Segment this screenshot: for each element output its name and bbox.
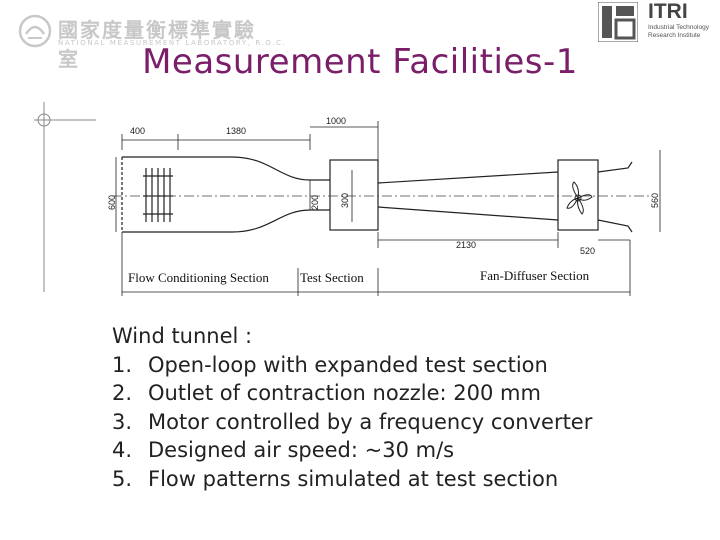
list-item-text: Designed air speed: ~30 m/s (148, 438, 455, 463)
list-item-text: Motor controlled by a frequency converte… (148, 409, 593, 434)
nml-seal-icon (18, 14, 52, 48)
dim-2130: 2130 (456, 240, 476, 250)
dim-300: 300 (340, 193, 350, 208)
list-item: 2. Outlet of contraction nozzle: 200 mm (112, 379, 592, 408)
label-test-section: Test Section (300, 270, 364, 285)
dim-600: 600 (107, 195, 117, 210)
nml-chinese-name: 國家度量衡標準實驗室 (58, 18, 256, 71)
list-item: 1. Open-loop with expanded test section (112, 351, 592, 380)
fan-icon (566, 181, 593, 215)
label-fan-diffuser: Fan-Diffuser Section (480, 268, 590, 283)
bullet-deco-icon (34, 102, 96, 292)
list-item-text: Outlet of contraction nozzle: 200 mm (148, 381, 541, 406)
wind-tunnel-diagram: 400 1380 1000 600 200 300 2130 520 560 F… (107, 116, 661, 296)
list-item-text: Open-loop with expanded test section (148, 352, 548, 377)
dim-560: 560 (650, 193, 660, 208)
slide-title: Measurement Facilities-1 (142, 42, 578, 82)
label-flow-conditioning: Flow Conditioning Section (128, 270, 269, 285)
list-item-number: 1. (112, 352, 133, 377)
nml-english-name: NATIONAL MEASUREMENT LABORATORY, R.O.C. (58, 39, 287, 47)
nml-logo: 國家度量衡標準實驗室 NATIONAL MEASUREMENT LABORATO… (18, 12, 285, 71)
list-item-number: 5. (112, 466, 133, 491)
dim-200: 200 (310, 195, 320, 210)
list-item-number: 3. (112, 409, 133, 434)
list-item-text: Flow patterns simulated at test section (148, 466, 559, 491)
list-item-number: 4. (112, 438, 133, 463)
description-heading: Wind tunnel : (112, 324, 253, 348)
dim-400: 400 (130, 126, 145, 136)
itri-logo: ITRI Industrial Technology Research Inst… (598, 0, 720, 50)
dim-1000: 1000 (326, 116, 346, 126)
dim-1380: 1380 (226, 126, 246, 136)
itri-subtitle-line-1: Industrial Technology (648, 24, 709, 31)
dimension-lines (115, 121, 661, 296)
list-item: 5. Flow patterns simulated at test sectio… (112, 465, 592, 494)
list-item: 4. Designed air speed: ~30 m/s (112, 436, 592, 465)
itri-name: ITRI (648, 0, 688, 23)
itri-mark-icon (598, 2, 638, 42)
itri-subtitle: Industrial Technology Research Institute (648, 24, 709, 39)
honeycomb-screens (143, 168, 173, 222)
description: Wind tunnel : 1. Open-loop with expanded … (112, 322, 592, 494)
dim-520: 520 (580, 246, 595, 256)
list-item: 3. Motor controlled by a frequency conver… (112, 408, 592, 437)
tunnel-outline (121, 156, 633, 233)
list-item-number: 2. (112, 381, 133, 406)
itri-subtitle-line-2: Research Institute (648, 31, 701, 39)
